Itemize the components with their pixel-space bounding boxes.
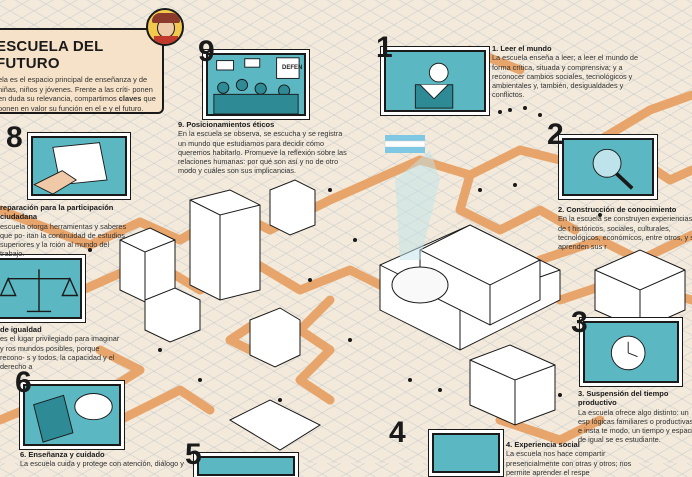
section-number-1: 1	[376, 31, 393, 64]
section-number-9: 9	[198, 35, 215, 68]
paths-illustration	[0, 45, 692, 451]
panel-3-image	[583, 321, 679, 383]
section-number-5: 5	[185, 438, 202, 471]
section-number-6: 6	[15, 366, 32, 399]
panel-5-image	[197, 456, 295, 476]
panel-7-image	[0, 258, 82, 319]
section-number-8: 8	[6, 121, 23, 154]
avatar	[146, 8, 184, 46]
intro-text: ela es el espacio principal de enseñanza…	[0, 75, 156, 113]
panel-8-image	[31, 136, 127, 196]
panel-9-image: DEFEN	[206, 53, 306, 116]
panel-1-image	[384, 50, 486, 112]
panel-4-image	[432, 433, 500, 473]
section-8-text: reparación para la participación ciudada…	[0, 203, 127, 259]
section-number-3: 3	[571, 306, 588, 339]
section-number-2: 2	[547, 118, 564, 151]
panel-2-image	[562, 138, 654, 196]
panel-6-image	[23, 384, 121, 446]
section-number-4: 4	[389, 416, 406, 449]
page-title: ESCUELA DEL FUTURO	[0, 38, 104, 72]
intro-box: ESCUELA DEL FUTURO ela es el espacio pri…	[0, 28, 164, 114]
protest-sign-text: DEFEN	[282, 65, 303, 71]
